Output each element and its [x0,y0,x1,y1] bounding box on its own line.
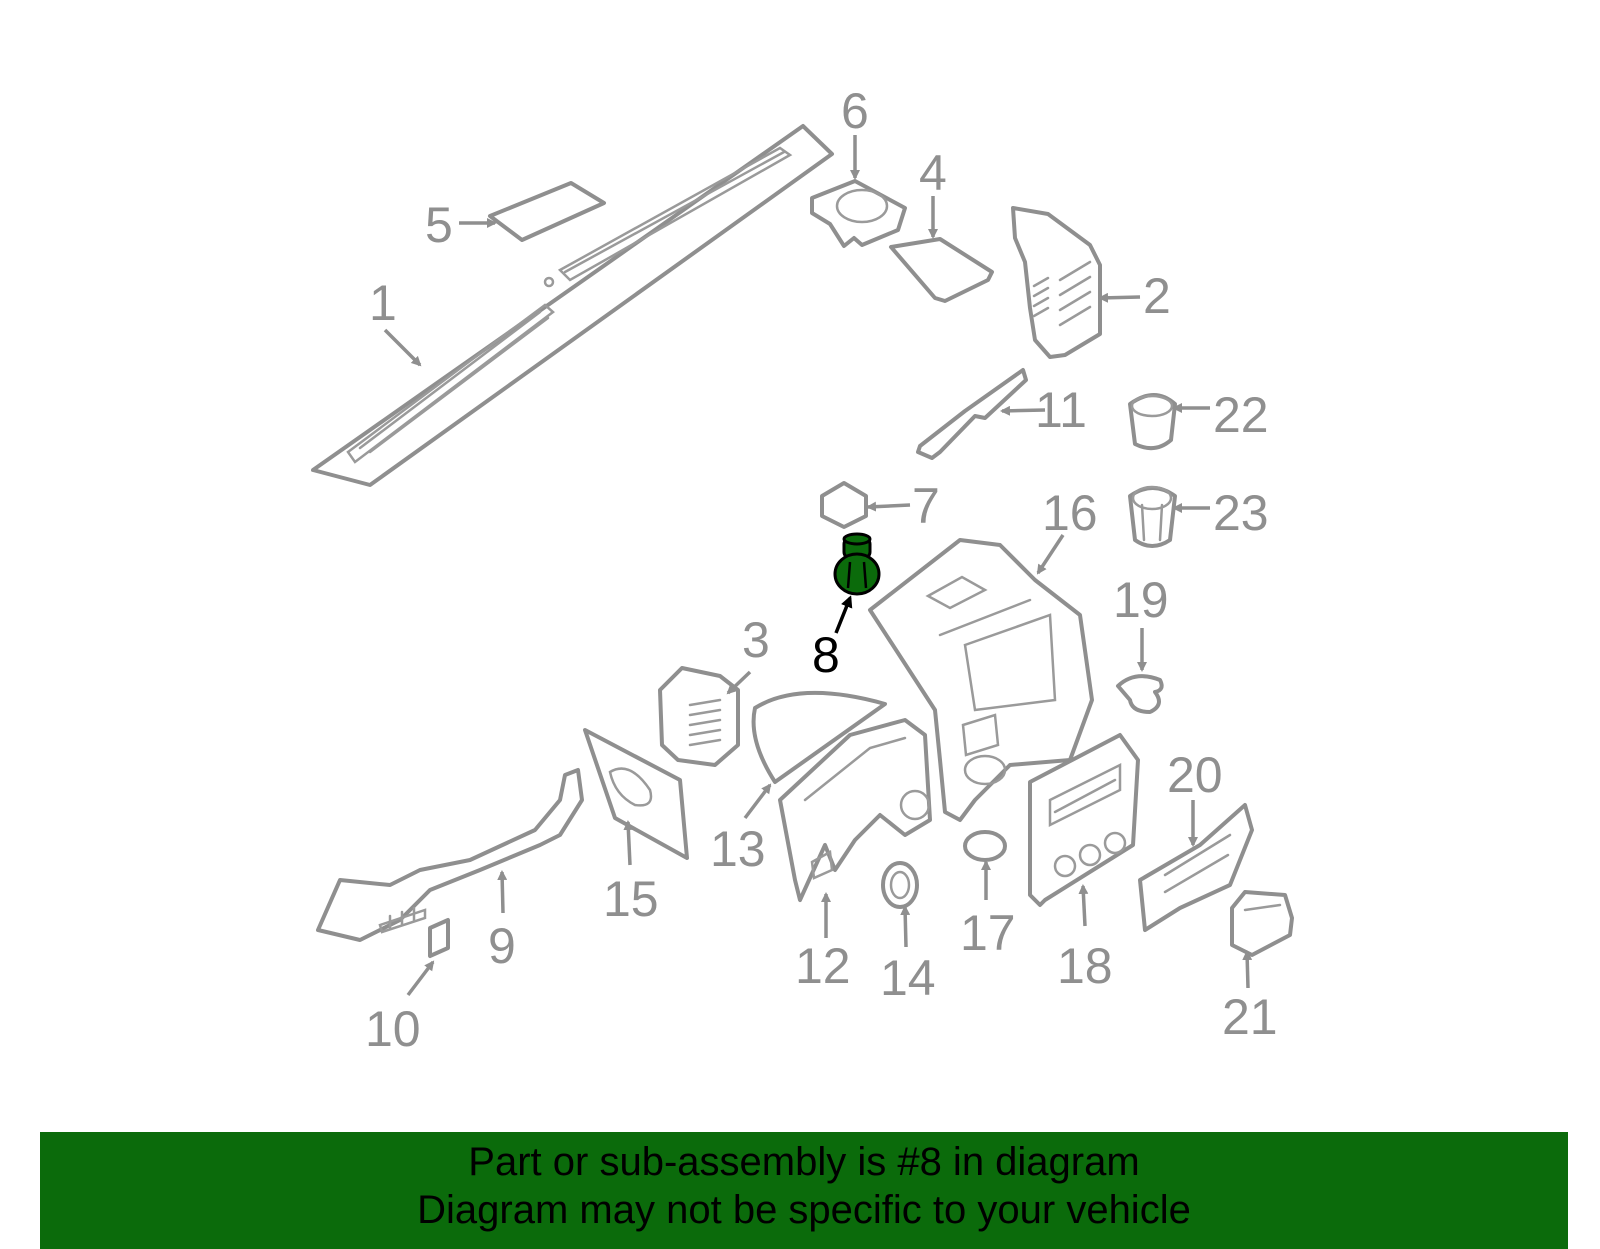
part-22-cup-holder [1128,393,1177,451]
callout-10: 10 [365,1001,421,1057]
callout-17: 17 [960,905,1016,961]
part-13-meter-hood [751,691,932,902]
part-3-side-vent [658,666,740,767]
callout-1: 1 [369,275,397,331]
callout-6: 6 [841,83,869,139]
callout-22: 22 [1213,387,1269,443]
callout-15: 15 [603,871,659,927]
part-16-center-panel [868,538,1094,822]
part-2-side-vent [1011,206,1102,359]
callout-9: 9 [488,918,516,974]
callout-19: 19 [1113,572,1169,628]
part-12-finisher [810,849,834,880]
part-6-speaker-cover [810,179,907,248]
callout-labels: 1 2 3 4 5 6 7 8 9 10 11 12 13 14 15 16 1… [365,83,1278,1057]
leader-lines [383,135,1253,997]
banner-line-2: Diagram may not be specific to your vehi… [417,1188,1191,1232]
part-23-cup-holder [1128,485,1177,548]
part-8-knob [833,532,881,596]
part-1-defroster-panel [311,124,834,487]
part-17-cap [963,830,1007,862]
callout-3: 3 [742,612,770,668]
callout-12: 12 [795,938,851,994]
callout-5: 5 [425,197,453,253]
part-9-lower-panel [316,768,584,942]
callout-14: 14 [880,950,936,1006]
part-14-ring [881,861,919,909]
parts-diagram: 1 2 3 4 5 6 7 8 9 10 11 12 13 14 15 16 1… [311,83,1294,1057]
part-4-trim [889,237,994,303]
part-18-audio-bezel [1028,733,1140,907]
part-19-clip [1116,674,1164,714]
part-21-switch [1230,890,1294,957]
callout-23: 23 [1213,485,1269,541]
callout-2: 2 [1143,268,1171,324]
callout-18: 18 [1057,938,1113,994]
callout-20: 20 [1167,747,1223,803]
callout-7: 7 [912,478,940,534]
info-banner: Part or sub-assembly is #8 in diagram Di… [40,1132,1568,1249]
part-7-clip [820,481,868,529]
part-15-side-cover [583,728,689,860]
part-11-bracket [916,368,1028,460]
part-5-pad [488,181,606,242]
part-10-plate [428,918,450,958]
callout-4: 4 [919,145,947,201]
callout-11: 11 [1035,382,1087,438]
banner-line-1: Part or sub-assembly is #8 in diagram [468,1140,1140,1184]
part-20-console [1138,803,1254,932]
callout-21: 21 [1222,989,1278,1045]
callout-13: 13 [710,821,766,877]
callout-8: 8 [812,627,840,683]
callout-16: 16 [1042,485,1098,541]
